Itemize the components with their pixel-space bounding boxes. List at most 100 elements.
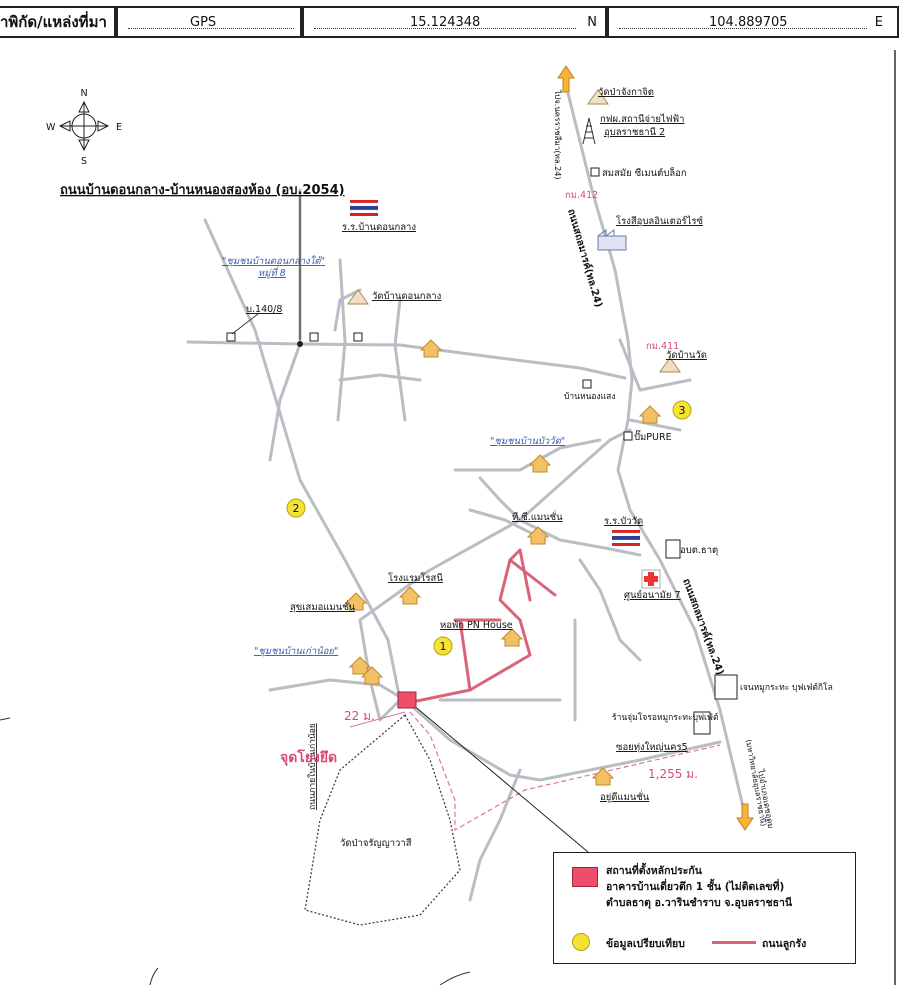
label-community-buawat: "ชุมชนบ้านบัววัด"	[490, 436, 565, 447]
dirt-road-branch-1	[508, 548, 532, 602]
road-banwat	[618, 338, 692, 392]
road-north-3	[393, 298, 407, 422]
latitude-cell: 15.124348 N	[302, 6, 607, 38]
label-b140: บ.140/8	[246, 304, 282, 315]
label-km411: กม.411	[646, 341, 679, 352]
house-icon	[360, 666, 384, 685]
road-south-west	[268, 342, 302, 462]
compass-rose: N S E W	[46, 88, 122, 167]
label-wat-banwat: วัดบ้านวัด	[666, 350, 707, 361]
header-label: าพิกัด/แหล่งที่มา	[0, 13, 107, 31]
temple-icon	[347, 289, 369, 305]
label-village-road: ถนนภายในบ้านเก่าน้อย	[307, 723, 318, 810]
legend-compare-swatch	[572, 933, 590, 951]
label-obt: อบต.ธาตุ	[680, 545, 718, 556]
highway-24	[564, 83, 747, 817]
road-diagonal-west	[203, 218, 402, 702]
label-pn-house: หอพัก PN House	[440, 620, 513, 631]
title-pointer-dot	[297, 341, 303, 347]
legend-line-1: สถานที่ตั้งหลักประกัน	[606, 865, 702, 877]
map-title: ถนนบ้านดอนกลาง-บ้านหนองสองห้อง (อบ.2054)	[60, 182, 345, 198]
source-underline	[128, 28, 294, 29]
label-tc-mansion: ที.ซี.แมนชั่น	[512, 510, 563, 523]
road-temple	[333, 288, 362, 332]
label-wat-pa: วัดป่าจรัญญาวาสี	[340, 837, 412, 849]
red-cross-icon	[641, 569, 661, 589]
label-wat-pa-chang: วัดป่าจังกาจิต	[598, 87, 654, 98]
comparison-markers: 1 2 3	[286, 400, 692, 656]
label-cement-shop: สมสมัย ซีเมนต์บล็อก	[602, 166, 687, 179]
poi-square	[665, 539, 681, 559]
map-legend: สถานที่ตั้งหลักประกัน อาคารบ้านเดี่ยวตึก…	[553, 852, 856, 964]
label-power-station-2: อุบลราชธานี 2	[604, 126, 665, 138]
road-north-1	[336, 258, 347, 422]
house-icon	[398, 586, 422, 605]
label-moo8: หมู่ที่ 8	[258, 266, 286, 279]
temple-boundary	[304, 714, 461, 926]
collateral-site-marker	[397, 691, 417, 709]
house-icon	[638, 405, 662, 424]
longitude-direction: E	[874, 14, 883, 30]
compass-east-arrow	[97, 120, 110, 132]
road-donklang	[186, 340, 627, 380]
house-icon	[500, 628, 524, 647]
label-factory: โรงสีอุบลอินเตอร์ไรซ์	[616, 215, 704, 227]
legend-pointer	[411, 703, 589, 853]
legend-road-swatch	[712, 941, 756, 944]
power-tower-icon	[582, 117, 596, 145]
legend-road-label: ถนนลูกรัง	[762, 938, 807, 950]
svg-text:2: 2	[293, 502, 300, 515]
source-value: GPS	[190, 14, 217, 30]
label-dist-1255: 1,255 ม.	[648, 767, 698, 781]
label-hotel: โรงแรมโรสนี	[388, 572, 443, 584]
label-ban-nongsaeng: บ้านหนองแสง	[564, 391, 615, 402]
house-icon	[344, 592, 368, 611]
poi-squares	[226, 167, 738, 735]
legend-site-swatch	[572, 867, 598, 887]
latitude-direction: N	[587, 14, 597, 30]
longitude-cell: 104.889705 E	[607, 6, 899, 38]
house-icons	[344, 339, 662, 786]
compass-west-arrow	[58, 120, 71, 132]
label-community-kaonoi: "ชุมชนบ้านเก่าน้อย"	[254, 646, 338, 657]
label-school-donklang: ร.ร.บ้านดอนกลาง	[342, 222, 416, 233]
header-label-cell: าพิกัด/แหล่งที่มา	[0, 6, 116, 38]
poi-square	[582, 379, 592, 389]
comparison-marker-2: 2	[286, 498, 306, 518]
factory-icon	[597, 229, 627, 251]
label-restaurant: ร้านจุ่มโจรอหมูกระทะบุฟเฟ่ต์	[612, 712, 718, 723]
label-school-buawat: ร.ร.บัววัด	[604, 516, 643, 527]
house-icon	[591, 767, 615, 786]
road-soi-thungyai	[403, 698, 722, 782]
compass-north-arrow	[78, 100, 90, 113]
road-pure	[628, 418, 682, 432]
svg-text:3: 3	[679, 404, 686, 417]
comparison-marker-3: 3	[672, 400, 692, 420]
source-cell: GPS	[116, 6, 302, 38]
legend-line-3: ตำบลธาตุ อ.วารินชำราบ จ.อุบลราชธานี	[606, 897, 793, 909]
dirt-roads	[410, 548, 557, 704]
poi-square	[623, 431, 633, 441]
label-start-point: จุดโยงยึด	[280, 748, 337, 766]
label-soi: ซอยทุ่งใหญ่นคร5	[616, 741, 688, 753]
distance-line	[409, 711, 721, 832]
poi-square	[714, 674, 738, 700]
compass-w: W	[46, 122, 56, 133]
compass-s: S	[81, 156, 87, 167]
map-labels: วัดป่าจังกาจิต กฟผ.สถานีจ่ายไฟฟ้า อุบลรา…	[222, 87, 833, 849]
poi-square	[353, 332, 363, 342]
label-aiawa: อยู่ดีแมนชั่น	[600, 790, 650, 803]
coordinate-header: าพิกัด/แหล่งที่มา GPS 15.124348 N 104.88…	[0, 0, 900, 46]
temple-icon	[587, 89, 609, 105]
label-road24-top: ถนนสถลมารค์(ทล.24)	[565, 208, 605, 309]
label-moo-krata: เจนหมูกระทะ บุฟเฟ่ต์กิโล	[740, 682, 833, 693]
legend-compare-label: ข้อมูลเปรียบเทียบ	[606, 938, 685, 950]
location-map: N S E W ถนนบ้านดอนกลาง-บ้านหนองสองห้อง (…	[0, 50, 896, 985]
label-road24-mid: ถนนสถลมารค์(ทล.24)	[680, 577, 726, 677]
house-icon	[526, 526, 550, 545]
flag-icon	[349, 200, 379, 216]
distance-22m-line	[349, 711, 406, 728]
label-to-nakhon: ไปจ.นครราชสีมา(ทล.24)	[553, 89, 562, 179]
house-icon	[419, 339, 443, 358]
road-central-diag	[358, 428, 632, 622]
